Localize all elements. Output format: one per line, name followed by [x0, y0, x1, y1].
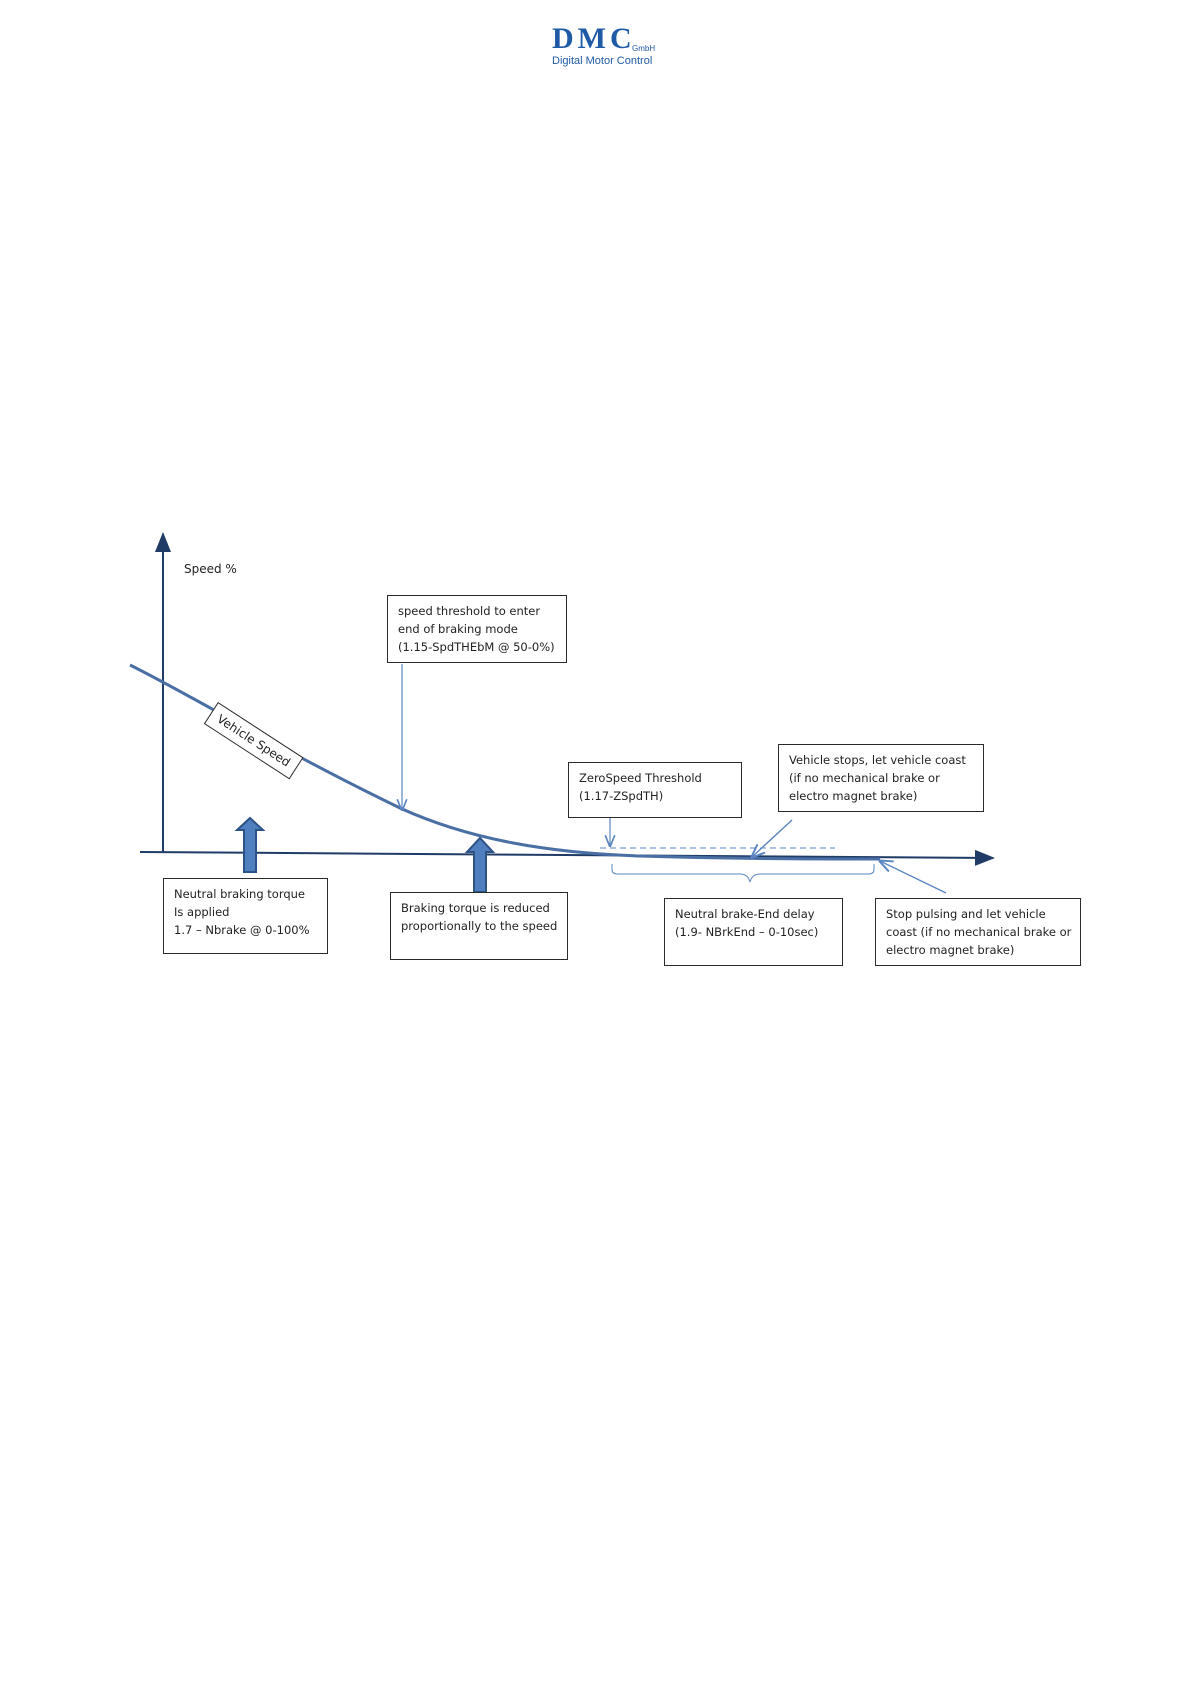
box-line: (1.15-SpdTHEbM @ 50-0%)	[398, 640, 555, 654]
torque-reduced-arrow	[464, 836, 496, 893]
vehicle-stops-box: Vehicle stops, let vehicle coast (if no …	[778, 744, 984, 812]
box-line: (if no mechanical brake or	[789, 771, 940, 785]
box-line: electro magnet brake)	[789, 789, 918, 803]
box-line: proportionally to the speed	[401, 919, 558, 933]
box-line: coast (if no mechanical brake or	[886, 925, 1072, 939]
box-line: Braking torque is reduced	[401, 901, 550, 915]
stop-pulsing-pointer	[880, 861, 947, 894]
box-line: end of braking mode	[398, 622, 518, 636]
dmc-logo: DMC GmbH Digital Motor Control	[552, 24, 662, 70]
neutral-braking-arrow	[234, 816, 266, 873]
torque-reduced-box: Braking torque is reduced proportionally…	[390, 892, 568, 960]
neutral-braking-applied-box: Neutral braking torque Is applied 1.7 – …	[163, 878, 328, 954]
box-line: Stop pulsing and let vehicle	[886, 907, 1046, 921]
threshold-end-braking-box: speed threshold to enter end of braking …	[387, 595, 567, 663]
logo-wordmark: DMC	[552, 22, 636, 55]
neutral-brake-end-delay-box: Neutral brake-End delay (1.9- NBrkEnd – …	[664, 898, 843, 966]
box-line: speed threshold to enter	[398, 604, 541, 618]
box-line: electro magnet brake)	[886, 943, 1015, 957]
box-line: Neutral brake-End delay	[675, 907, 815, 921]
stop-pulsing-box: Stop pulsing and let vehicle coast (if n…	[875, 898, 1081, 966]
delay-brace	[611, 864, 875, 883]
logo-gmbh: GmbH	[632, 44, 656, 53]
box-line: Vehicle stops, let vehicle coast	[789, 753, 966, 767]
box-line: ZeroSpeed Threshold	[579, 771, 702, 785]
box-line: (1.9- NBrkEnd – 0-10sec)	[675, 925, 819, 939]
box-line: Neutral braking torque	[174, 887, 306, 901]
x-axis	[139, 849, 995, 866]
box-line: 1.7 – Nbrake @ 0-100%	[174, 923, 310, 937]
box-line: (1.17-ZSpdTH)	[579, 789, 664, 803]
logo-tagline: Digital Motor Control	[552, 55, 653, 67]
vehicle-stops-pointer	[752, 819, 793, 857]
zero-speed-threshold-box: ZeroSpeed Threshold (1.17-ZSpdTH)	[568, 762, 742, 818]
box-line: Is applied	[174, 905, 230, 919]
y-axis-label: Speed %	[184, 562, 237, 576]
